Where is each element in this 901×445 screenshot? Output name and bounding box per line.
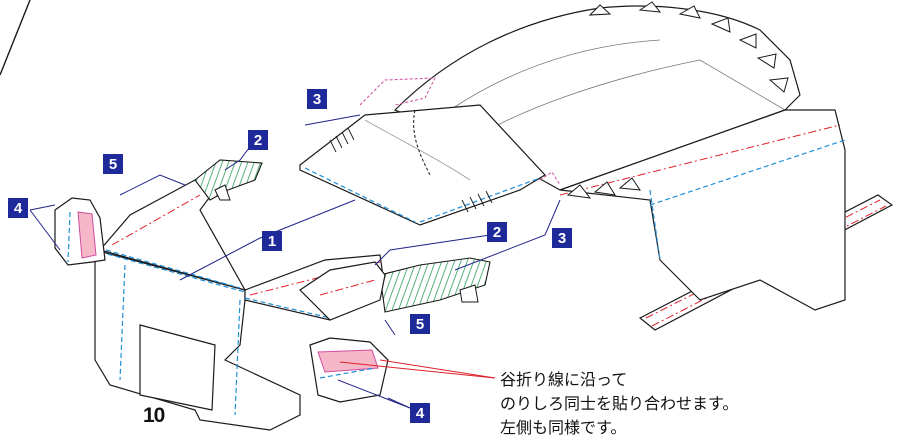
step-badge-label: 4 [416,405,425,422]
step-badge-label: 2 [493,224,501,241]
corner-rule-line [0,0,31,76]
left-corner-part [54,197,106,266]
instruction-line: 谷折り線に沿って [500,370,628,389]
step-badge-label: 1 [268,233,276,250]
step-badge-4: 4 [410,403,430,423]
instruction-line: 左側も同様です。 [500,418,627,437]
step-badge-3: 3 [307,89,327,109]
lower-inner-fender-part [299,261,386,321]
step-badge-label: 4 [14,200,23,217]
rear-roof-tabs [588,1,789,93]
right-corner-part [309,337,389,403]
lower-green-side-panel [379,257,491,313]
step-badge-2: 2 [487,222,507,242]
assembly-instruction-note: 谷折り線に沿って のりしろ同士を貼り合わせます。 左側も同様です。 [500,368,738,440]
step-badge-label: 5 [416,316,424,333]
instruction-line: のりしろ同士を貼り合わせます。 [500,394,739,413]
step-badge-2: 2 [248,130,268,150]
page-number: 10 [143,404,165,427]
note-leader-lines [339,359,496,379]
step-badge-5: 5 [103,154,123,174]
step-badge-4: 4 [8,198,28,218]
callout-leader-lines [29,114,561,409]
step-badge-label: 2 [254,132,262,149]
step-badge-5: 5 [410,314,430,334]
step-badge-1: 1 [262,231,282,251]
upper-pillar-guides [359,77,561,186]
upper-green-side-panel [194,159,263,201]
step-badge-label: 3 [558,230,566,247]
hood-windshield-part [299,104,546,226]
step-badge-label: 5 [109,156,117,173]
step-badge-3: 3 [552,228,572,248]
step-badge-label: 3 [313,91,321,108]
